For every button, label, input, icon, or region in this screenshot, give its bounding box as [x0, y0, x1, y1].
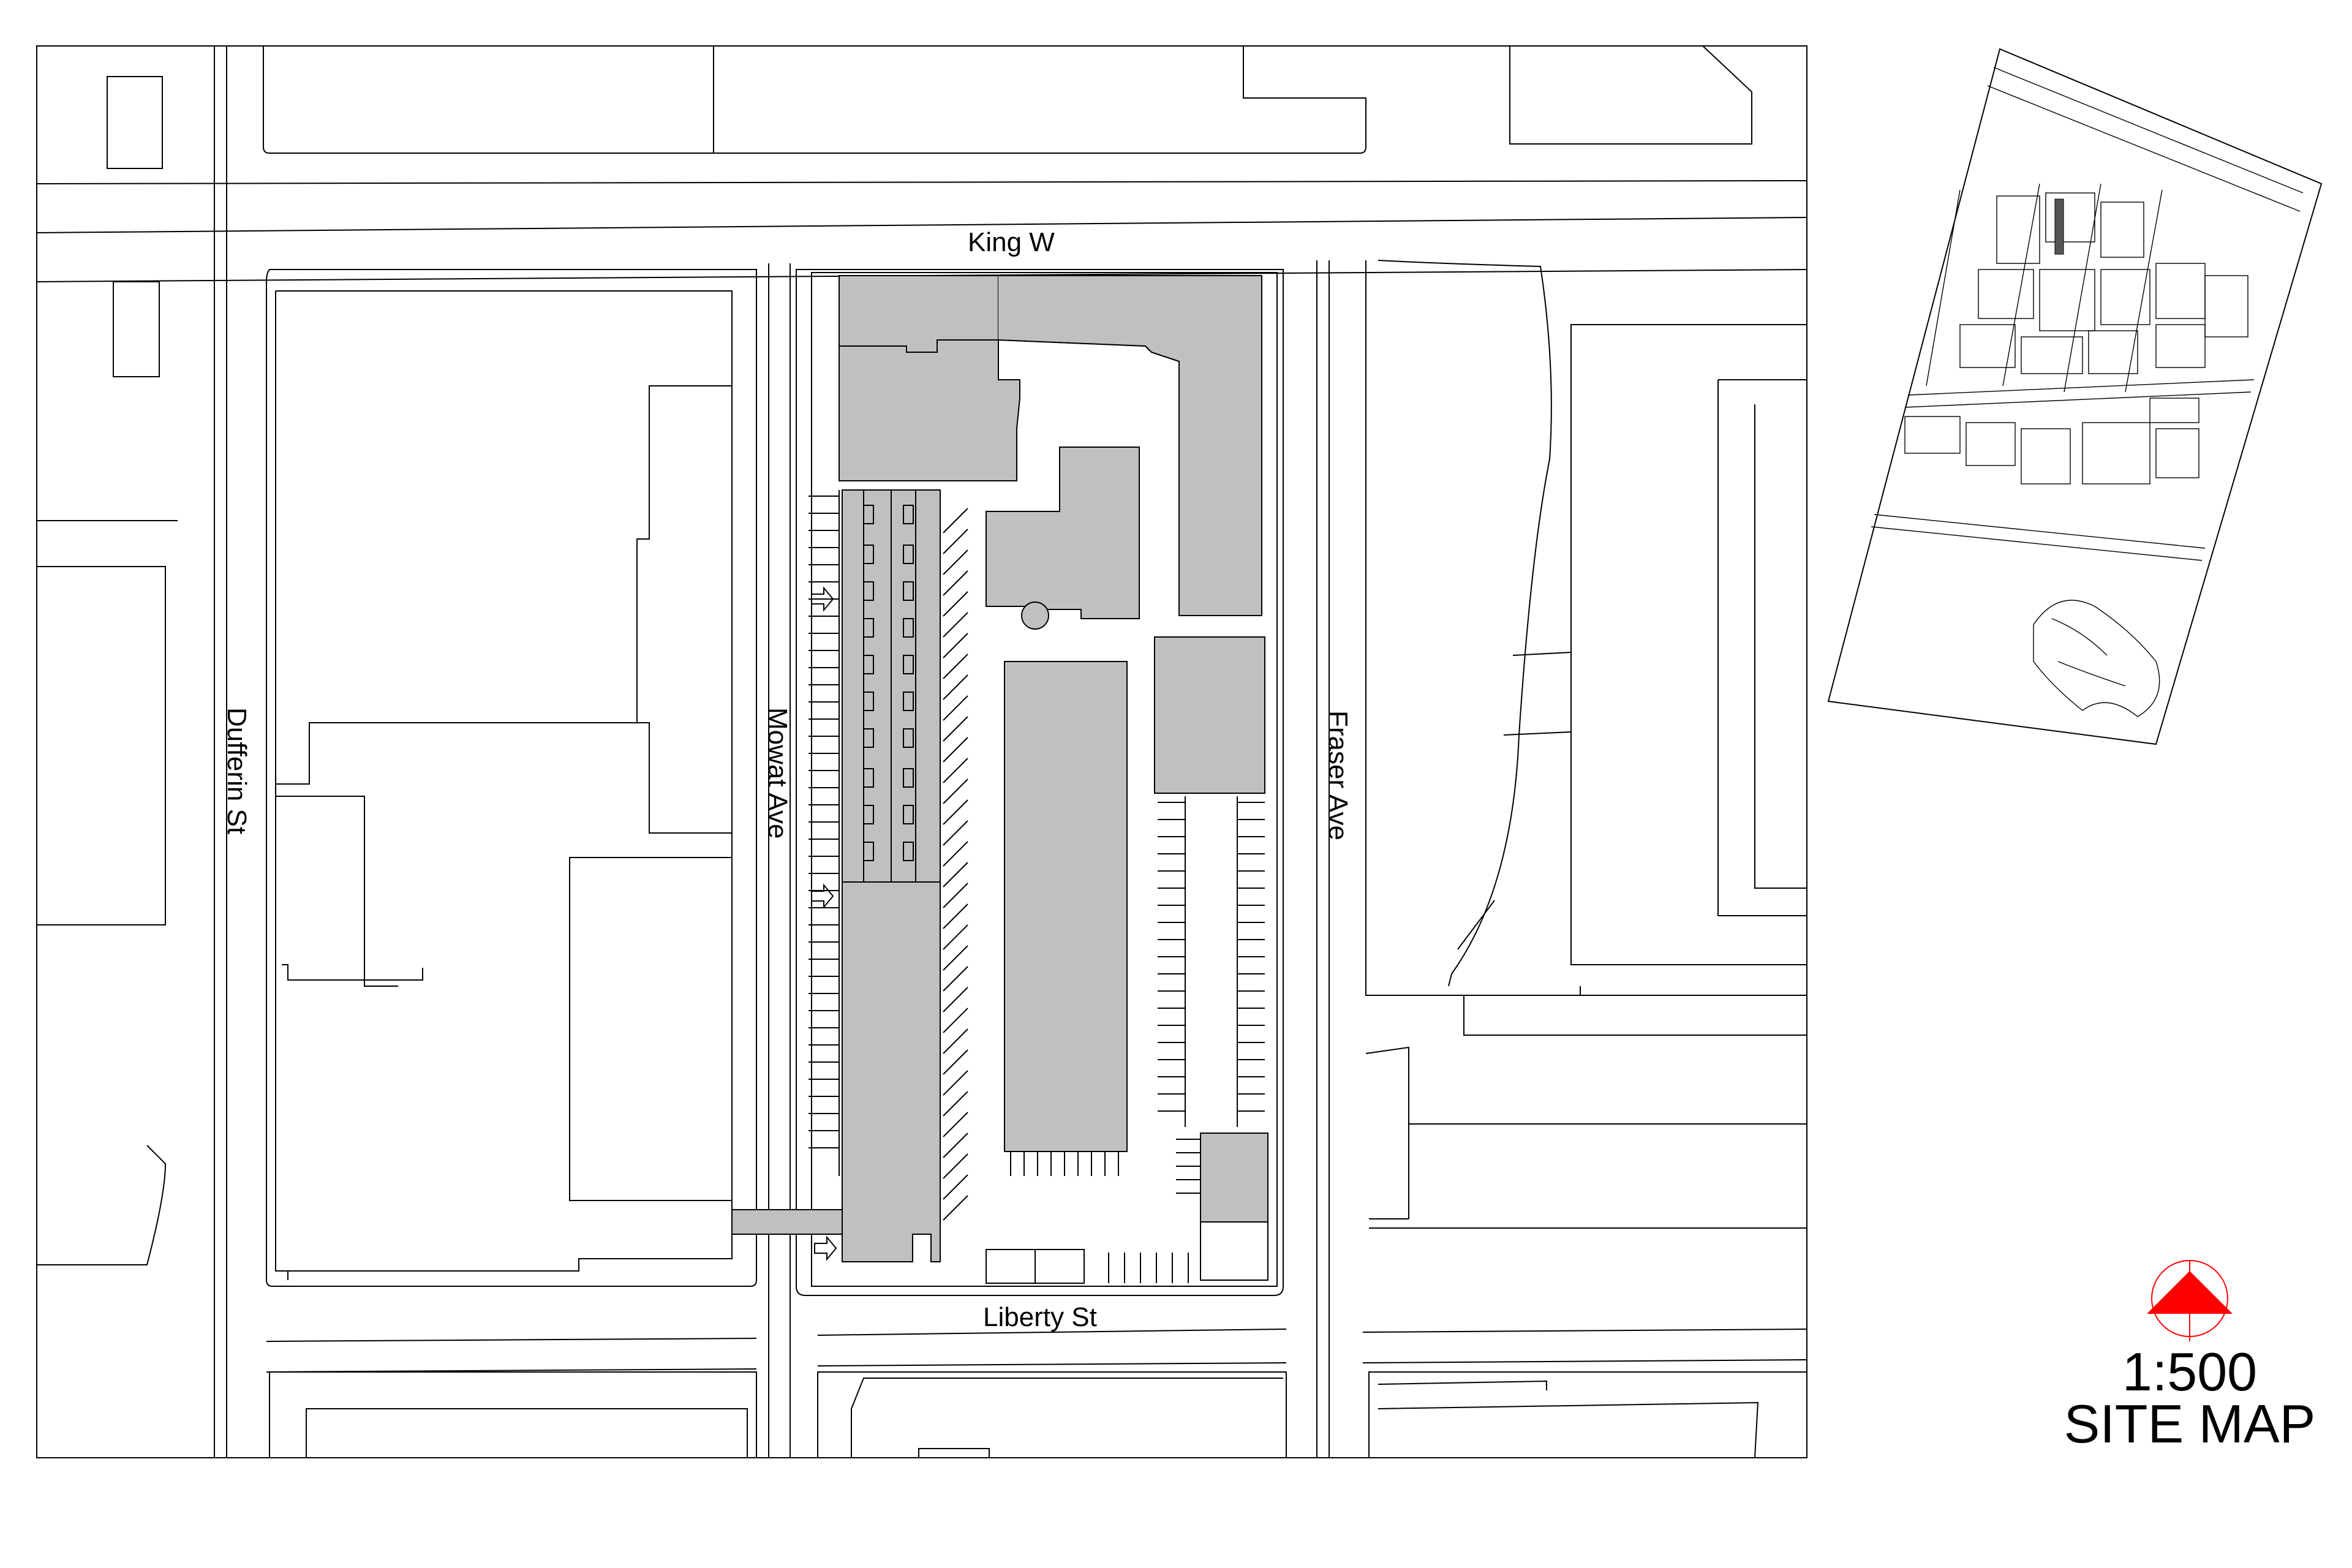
street-lines	[36, 46, 1807, 1458]
street-label-dufferin: Dufferin St	[222, 707, 252, 834]
street-label-king: King W	[968, 227, 1055, 257]
building-east-small	[1154, 636, 1265, 794]
map-title: SITE MAP	[2064, 1393, 2316, 1454]
street-label-liberty: Liberty St	[983, 1302, 1097, 1332]
pedestrian-bridge	[731, 1209, 843, 1235]
north-arrow-icon	[2147, 1260, 2233, 1341]
street-label-fraser: Fraser Ave	[1323, 710, 1353, 840]
subject-site	[731, 269, 1284, 1296]
surrounding-blocks	[37, 45, 1807, 1458]
building-courtyard-north	[998, 275, 1262, 616]
context-map-inset	[1827, 48, 2323, 745]
building-south-east	[1200, 1133, 1268, 1223]
parking-stalls	[809, 490, 1265, 1283]
round-kiosk	[1021, 601, 1049, 630]
street-label-mowat: Mowat Ave	[763, 707, 793, 839]
scale-label: 1:500	[2122, 1341, 2257, 1402]
heritage-windows	[863, 505, 914, 861]
context-map-site-marker	[2054, 198, 2064, 255]
entrance-arrow-icon	[811, 586, 837, 1261]
context-map-detail	[1871, 67, 2304, 717]
building-long-centre	[1004, 661, 1128, 1152]
building-north-west-lower	[839, 339, 1020, 481]
